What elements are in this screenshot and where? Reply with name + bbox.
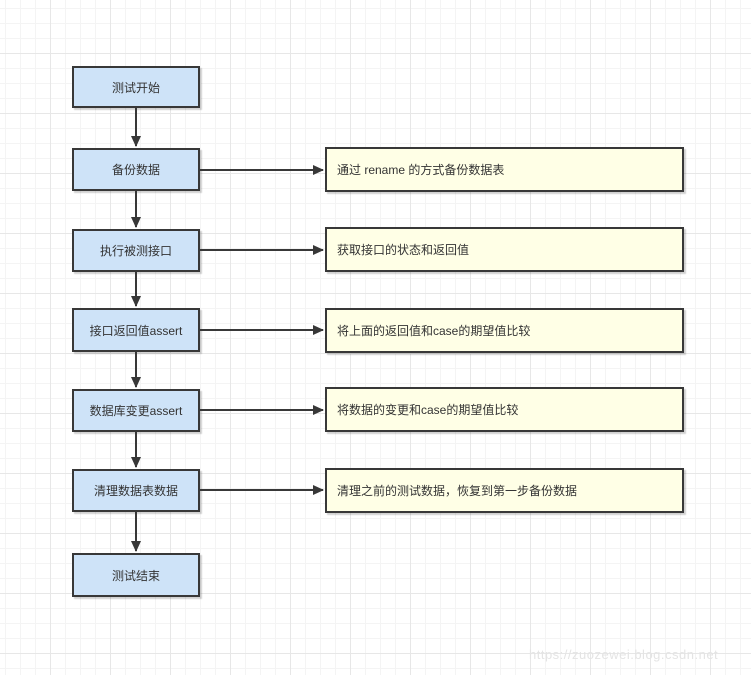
watermark-url: https://zuozewei.blog.csdn.net bbox=[529, 647, 719, 662]
note-restore-backup: 清理之前的测试数据，恢复到第一步备份数据 bbox=[325, 468, 684, 513]
node-assert-response: 接口返回值assert bbox=[72, 308, 200, 352]
node-assert-db: 数据库变更assert bbox=[72, 389, 200, 432]
note-get-status: 获取接口的状态和返回值 bbox=[325, 227, 684, 272]
note-compare-response: 将上面的返回值和case的期望值比较 bbox=[325, 308, 684, 353]
note-backup-method: 通过 rename 的方式备份数据表 bbox=[325, 147, 684, 192]
node-test-start: 测试开始 bbox=[72, 66, 200, 108]
node-test-end: 测试结束 bbox=[72, 553, 200, 597]
node-cleanup-data: 清理数据表数据 bbox=[72, 469, 200, 512]
node-backup-data: 备份数据 bbox=[72, 148, 200, 191]
note-compare-db: 将数据的变更和case的期望值比较 bbox=[325, 387, 684, 432]
node-execute-api: 执行被测接口 bbox=[72, 229, 200, 272]
